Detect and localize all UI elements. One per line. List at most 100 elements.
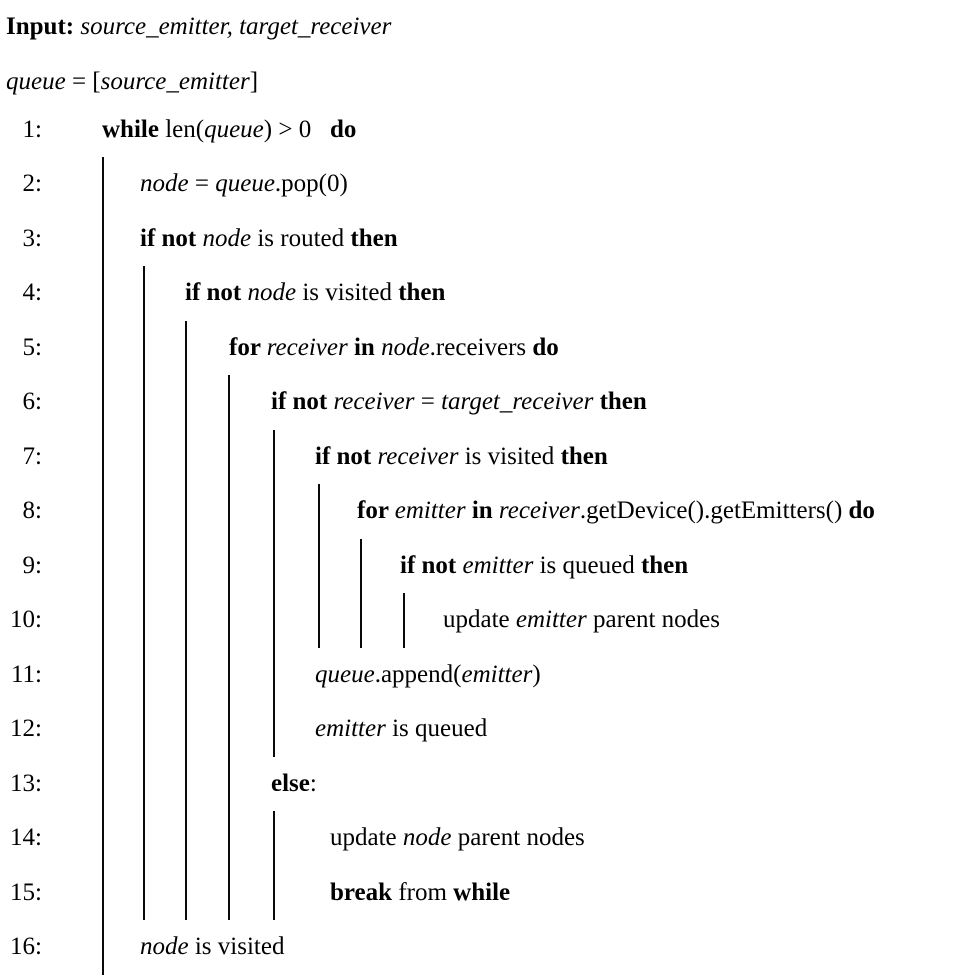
indent-rule-level-5 xyxy=(273,484,275,539)
indent-rule-level-2 xyxy=(143,593,145,648)
indent-rule-level-4 xyxy=(228,538,230,594)
indent-rule-level-6 xyxy=(318,484,320,539)
line-text: else: xyxy=(271,757,317,812)
text-segment: in xyxy=(465,497,499,525)
line-text: emitter is queued xyxy=(315,702,487,757)
text-segment: node xyxy=(202,224,252,252)
line-number: 7: xyxy=(22,442,42,470)
indent-rule-level-3 xyxy=(185,647,187,703)
indent-rule-level-1 xyxy=(102,320,104,376)
line-text: if not node is visited then xyxy=(185,266,445,321)
indent-rule-level-5 xyxy=(273,538,275,594)
algo-line-8: 8:for emitter in receiver.getDevice().ge… xyxy=(0,484,978,539)
text-segment: emitter xyxy=(461,660,533,688)
text-segment: do xyxy=(848,497,875,525)
indent-rule-level-4 xyxy=(228,429,230,485)
algo-line-10: 10:update emitter parent nodes xyxy=(0,593,978,648)
line-text: for receiver in node.receivers do xyxy=(229,321,559,376)
algo-line-5: 5: for receiver in node.receivers do xyxy=(0,320,978,376)
indent-rule-level-4 xyxy=(228,756,230,812)
text-segment: then xyxy=(560,442,608,470)
text-segment: : xyxy=(309,769,317,797)
text-segment: emitter xyxy=(515,606,587,634)
text-segment: node xyxy=(140,933,189,961)
indent-rule-level-2 xyxy=(143,865,145,921)
algo-line-6: 6:if not receiver = target_receiver then xyxy=(0,375,978,430)
line-text: if not emitter is queued then xyxy=(400,539,688,594)
algo-line-15: 15:break from while xyxy=(0,865,978,921)
text-segment: then xyxy=(350,224,398,252)
text-segment: = xyxy=(188,170,216,198)
text-segment: target_receiver xyxy=(441,388,594,416)
indent-rule-level-5 xyxy=(273,702,275,757)
queue-initialization: queue = [source_emitter] xyxy=(0,55,978,109)
indent-rule-level-5 xyxy=(273,593,275,648)
indent-rule-level-3 xyxy=(185,484,187,539)
text-segment: is routed xyxy=(251,224,351,252)
algo-line-2: 2:node = queue.pop(0) xyxy=(0,157,978,212)
text-segment: receiver xyxy=(377,442,459,470)
line-text: if not receiver is visited then xyxy=(315,430,608,485)
indent-rule-level-2 xyxy=(143,647,145,703)
text-segment: ) > 0 xyxy=(263,115,330,143)
indent-rule-level-4 xyxy=(228,484,230,539)
line-number: 5: xyxy=(22,333,42,361)
line-text: update emitter parent nodes xyxy=(443,593,720,648)
indent-rule-level-3 xyxy=(185,538,187,594)
text-segment: if not xyxy=(185,279,248,307)
algo-line-3: 3:if not node is routed then xyxy=(0,211,978,267)
algo-line-14: 14:update node parent nodes xyxy=(0,811,978,866)
text-segment: update xyxy=(330,824,403,852)
text-segment: for xyxy=(229,333,267,361)
text-segment: Input: xyxy=(6,13,81,40)
text-segment: in xyxy=(347,333,382,361)
indent-rule-level-1 xyxy=(102,538,104,594)
indent-rule-level-2 xyxy=(143,375,145,430)
text-segment: = [ xyxy=(65,68,101,95)
text-segment: update xyxy=(443,606,516,634)
algo-line-7: 7: if not receiver is visited then xyxy=(0,429,978,485)
algo-line-9: 9: if not emitter is queued then xyxy=(0,538,978,594)
text-segment: ] xyxy=(249,68,259,95)
indent-rule-level-2 xyxy=(143,429,145,485)
text-segment: ) xyxy=(532,660,541,688)
text-segment: queue xyxy=(315,660,375,688)
indent-rule-level-7 xyxy=(360,538,362,594)
algo-line-11: 11:queue.append(emitter) xyxy=(0,647,978,703)
text-segment: queue xyxy=(204,115,264,143)
indent-rule-level-4 xyxy=(228,702,230,757)
line-number: 4: xyxy=(22,279,42,307)
line-text: update node parent nodes xyxy=(330,811,585,866)
text-segment: source_emitter xyxy=(100,68,250,95)
indent-rule-level-1 xyxy=(102,920,104,975)
text-segment: while xyxy=(453,878,511,906)
text-segment: len( xyxy=(158,115,205,143)
line-number: 1: xyxy=(22,115,42,143)
text-segment: .receivers xyxy=(429,333,533,361)
indent-rule-level-1 xyxy=(102,266,104,321)
indent-rule-level-1 xyxy=(102,647,104,703)
indent-rule-level-4 xyxy=(228,647,230,703)
line-text: while len(queue) > 0 do xyxy=(102,103,356,158)
algo-line-4: 4: if not node is visited then xyxy=(0,266,978,321)
indent-rule-level-1 xyxy=(102,865,104,921)
text-segment: node xyxy=(247,279,297,307)
input-declaration: Input: source_emitter, target_receiver xyxy=(0,0,978,54)
line-number: 2: xyxy=(22,170,42,198)
algo-line-12: 12:emitter is queued xyxy=(0,702,978,757)
line-number: 11: xyxy=(10,660,42,688)
text-segment: break xyxy=(330,878,393,906)
line-number: 9: xyxy=(22,551,42,579)
text-segment: is visited xyxy=(458,442,561,470)
indent-rule-level-3 xyxy=(185,593,187,648)
indent-rule-level-1 xyxy=(102,211,104,267)
text-segment: parent nodes xyxy=(586,606,721,634)
text-segment: then xyxy=(640,551,689,579)
text-segment: do xyxy=(532,333,559,361)
line-number: 8: xyxy=(22,497,42,525)
text-segment: receiver xyxy=(498,497,580,525)
text-segment: from xyxy=(392,878,454,906)
indent-rule-level-6 xyxy=(318,538,320,594)
line-text: break from while xyxy=(330,866,510,921)
algo-line-16: 16:node is visited xyxy=(0,920,978,975)
